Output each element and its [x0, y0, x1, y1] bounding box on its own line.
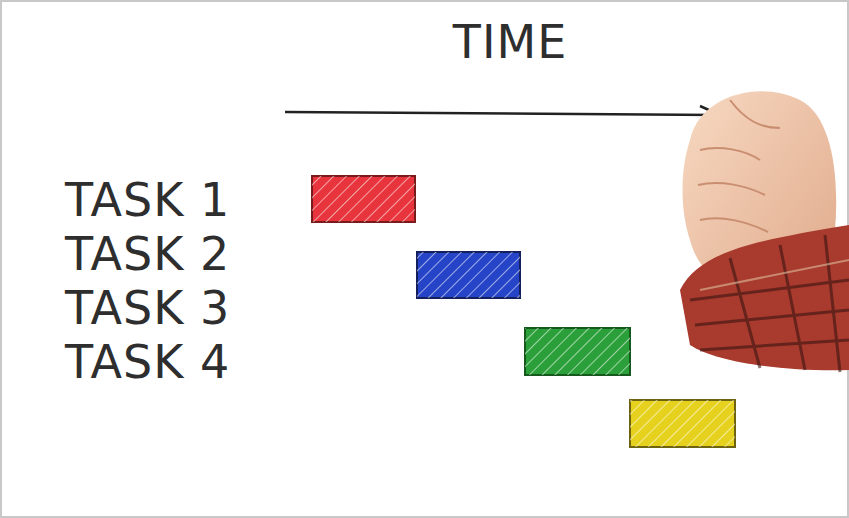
time-axis [285, 112, 716, 115]
hand-illustration [680, 91, 849, 372]
axis-title: TIME [453, 19, 567, 65]
task-label: TASK 4 [65, 339, 230, 385]
task-label: TASK 2 [65, 231, 230, 277]
task-bars [312, 176, 735, 447]
task-label: TASK 3 [65, 285, 230, 331]
task-label: TASK 1 [65, 177, 230, 223]
